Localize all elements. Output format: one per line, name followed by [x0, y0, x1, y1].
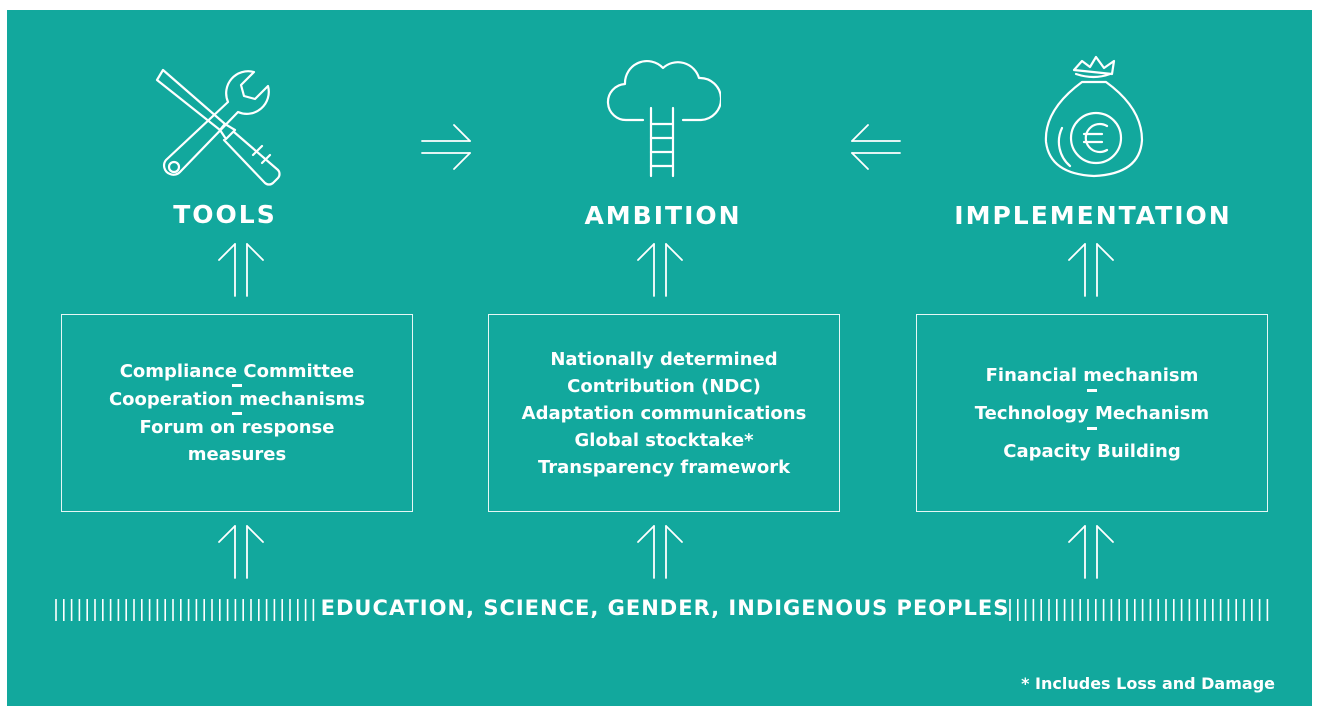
- up-arrow-icon: [1068, 243, 1114, 297]
- euro-money-bag-icon: [1044, 55, 1144, 178]
- box-item: Capacity Building: [1003, 440, 1181, 462]
- footer-label: EDUCATION, SCIENCE, GENDER, INDIGENOUS P…: [320, 596, 1010, 620]
- ambition-title: AMBITION: [584, 201, 742, 230]
- box-item: Nationally determined: [550, 348, 778, 370]
- up-arrow-icon: [637, 525, 683, 579]
- right-arrow-icon: [421, 124, 471, 170]
- separator-dash: [232, 412, 242, 415]
- tick-marks-right: [1009, 599, 1269, 621]
- footnote: * Includes Loss and Damage: [1021, 674, 1275, 693]
- up-arrow-icon: [218, 525, 264, 579]
- cloud-ladder-icon: [606, 60, 721, 178]
- separator-dash: [232, 384, 242, 387]
- box-item: Adaptation communications: [521, 402, 807, 424]
- box-item: Global stocktake*: [574, 429, 754, 451]
- separator-dash: [1087, 388, 1097, 392]
- footer-row: EDUCATION, SCIENCE, GENDER, INDIGENOUS P…: [54, 590, 1276, 630]
- up-arrow-icon: [218, 243, 264, 297]
- wrench-screwdriver-icon: [155, 68, 281, 186]
- box-item: Contribution (NDC): [567, 375, 761, 397]
- box-item: Forum on response measures: [139, 417, 335, 465]
- implementation-title: IMPLEMENTATION: [954, 201, 1232, 230]
- ambition-box: Nationally determined Contribution (NDC)…: [488, 314, 840, 512]
- up-arrow-icon: [1068, 525, 1114, 579]
- box-item: Technology Mechanism: [974, 402, 1210, 424]
- box-item: Transparency framework: [537, 456, 791, 478]
- tools-box: Compliance Committee Cooperation mechani…: [61, 314, 413, 512]
- up-arrow-icon: [637, 243, 683, 297]
- tick-marks-left: [55, 599, 315, 621]
- implementation-box: Financial mechanism Technology Mechanism…: [916, 314, 1268, 512]
- box-item: Cooperation mechanisms: [108, 389, 366, 410]
- box-item: Compliance Committee: [119, 361, 355, 382]
- left-arrow-icon: [851, 124, 901, 170]
- tools-title: TOOLS: [173, 200, 277, 229]
- separator-dash: [1087, 426, 1097, 430]
- box-item: Financial mechanism: [985, 364, 1199, 386]
